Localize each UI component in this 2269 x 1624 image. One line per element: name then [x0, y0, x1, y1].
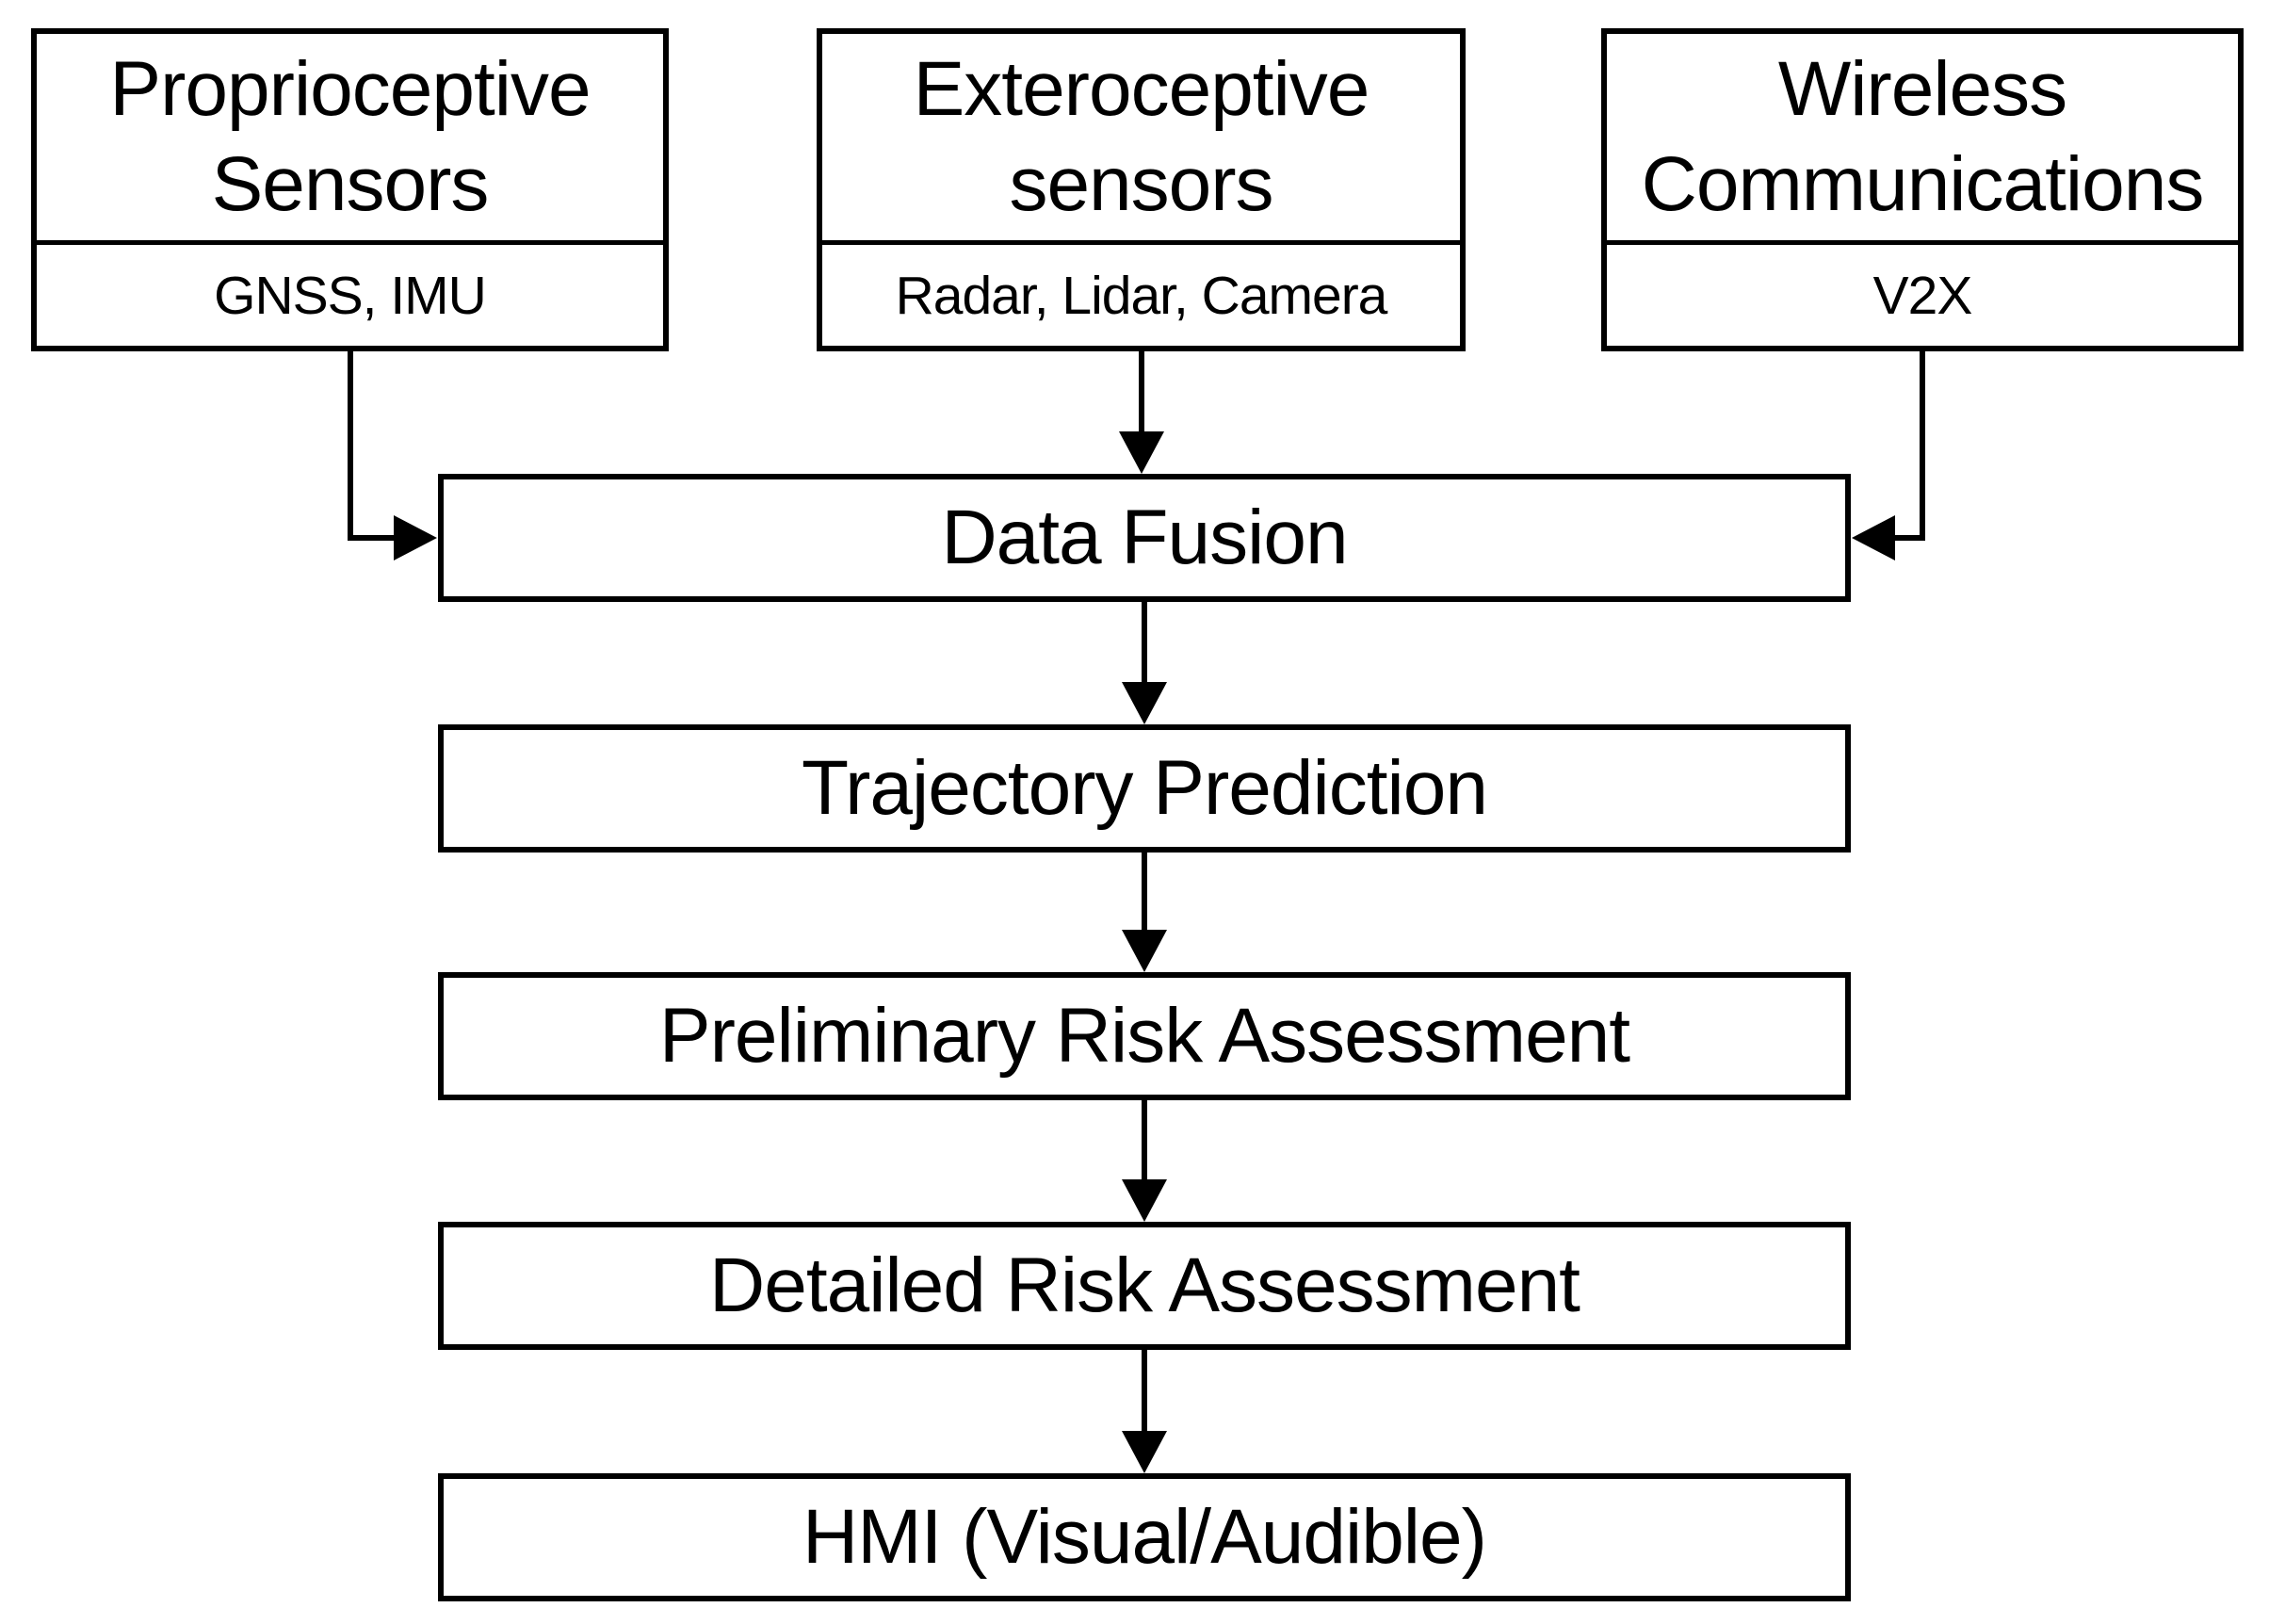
- title-line: Exteroceptive: [913, 46, 1370, 133]
- title-line: Communications: [1641, 140, 2205, 227]
- arrow-wireless-to-data-fusion: [1852, 349, 1925, 560]
- trajectory-prediction-box: Trajectory Prediction: [438, 724, 1851, 853]
- detailed-risk-assessment-box: Detailed Risk Assessment: [438, 1222, 1851, 1350]
- arrow-exteroceptive-to-data-fusion: [1119, 349, 1164, 474]
- arrow-proprioceptive-to-data-fusion: [348, 349, 437, 560]
- arrow-data-fusion-to-trajectory: [1122, 600, 1167, 724]
- exteroceptive-sensors-subtitle: Radar, Lidar, Camera: [822, 240, 1460, 346]
- title-line: Proprioceptive: [109, 46, 591, 133]
- arrow-detailed-to-hmi: [1122, 1348, 1167, 1473]
- wireless-communications-subtitle: V2X: [1607, 240, 2238, 346]
- title-line: Sensors: [211, 140, 490, 227]
- proprioceptive-sensors-subtitle: GNSS, IMU: [37, 240, 663, 346]
- proprioceptive-sensors-title: Proprioceptive Sensors: [37, 34, 663, 240]
- exteroceptive-sensors-title: Exteroceptive sensors: [822, 34, 1460, 240]
- hmi-box: HMI (Visual/Audible): [438, 1473, 1851, 1601]
- title-line: Wireless: [1777, 46, 2067, 133]
- title-line: sensors: [1009, 140, 1273, 227]
- proprioceptive-sensors-box: Proprioceptive Sensors GNSS, IMU: [31, 28, 669, 351]
- wireless-communications-box: Wireless Communications V2X: [1601, 28, 2244, 351]
- data-fusion-box: Data Fusion: [438, 474, 1851, 602]
- wireless-communications-title: Wireless Communications: [1607, 34, 2238, 240]
- arrow-preliminary-to-detailed: [1122, 1098, 1167, 1222]
- exteroceptive-sensors-box: Exteroceptive sensors Radar, Lidar, Came…: [817, 28, 1466, 351]
- arrow-trajectory-to-preliminary: [1122, 851, 1167, 972]
- preliminary-risk-assessment-box: Preliminary Risk Assessment: [438, 972, 1851, 1100]
